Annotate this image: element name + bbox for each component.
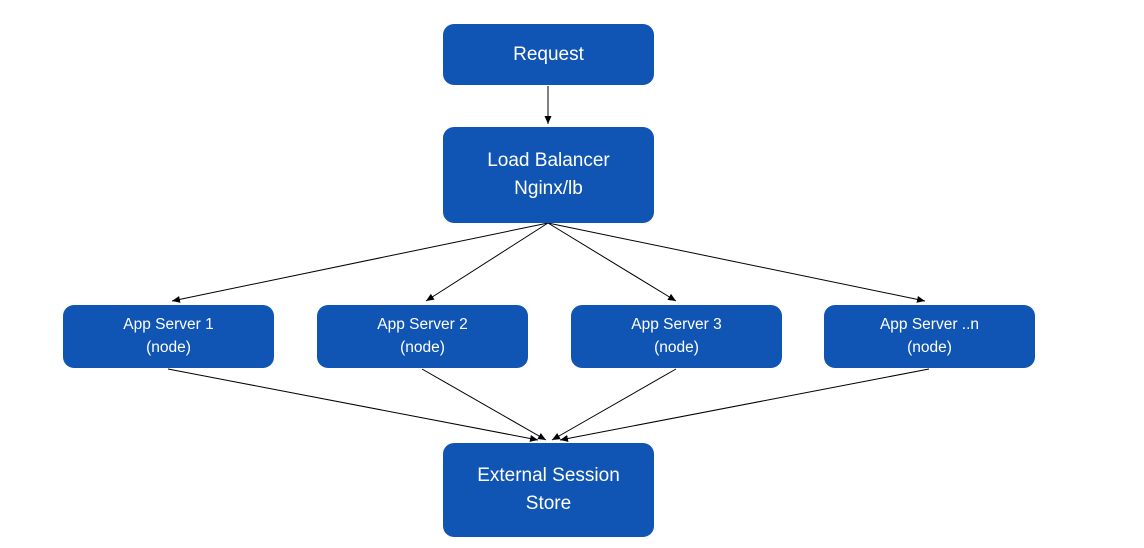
node-request: Request (443, 24, 654, 85)
node-app-server-n-label-line2: (node) (907, 338, 952, 356)
node-app-server-1: App Server 1 (node) (63, 305, 274, 368)
node-app-server-n: App Server ..n (node) (824, 305, 1035, 368)
node-external-session-store: External Session Store (443, 443, 654, 537)
edge-app-server-3-to-session-store (551, 368, 677, 441)
node-app-server-1-label-line2: (node) (146, 338, 191, 356)
node-app-server-3-label-line2: (node) (654, 338, 699, 356)
edge-load-balancer-to-app-server-2 (425, 222, 549, 302)
edge-app-server-n-to-session-store (559, 368, 930, 442)
edge-app-server-1-to-session-store (167, 368, 539, 442)
node-load-balancer: Load Balancer Nginx/lb (443, 127, 654, 223)
node-app-server-1-label-line1: App Server 1 (123, 316, 214, 334)
node-load-balancer-label-line1: Load Balancer (487, 150, 610, 172)
node-app-server-2-label-line2: (node) (400, 338, 445, 356)
node-request-label: Request (513, 43, 584, 65)
edge-app-server-2-to-session-store (421, 368, 547, 441)
edge-load-balancer-to-app-server-1 (171, 222, 549, 303)
node-app-server-3-label-line1: App Server 3 (631, 316, 722, 334)
node-app-server-n-label-line1: App Server ..n (879, 316, 980, 334)
node-app-server-2-label-line1: App Server 2 (377, 316, 468, 334)
node-external-session-store-label-line1: External Session (477, 465, 620, 487)
node-external-session-store-label-line2: Store (525, 493, 572, 514)
edge-load-balancer-to-app-server-n (547, 222, 926, 303)
node-load-balancer-label-line2: Nginx/lb (514, 178, 583, 199)
edge-load-balancer-to-app-server-3 (547, 222, 677, 302)
node-app-server-3: App Server 3 (node) (571, 305, 782, 368)
node-app-server-2: App Server 2 (node) (317, 305, 528, 368)
